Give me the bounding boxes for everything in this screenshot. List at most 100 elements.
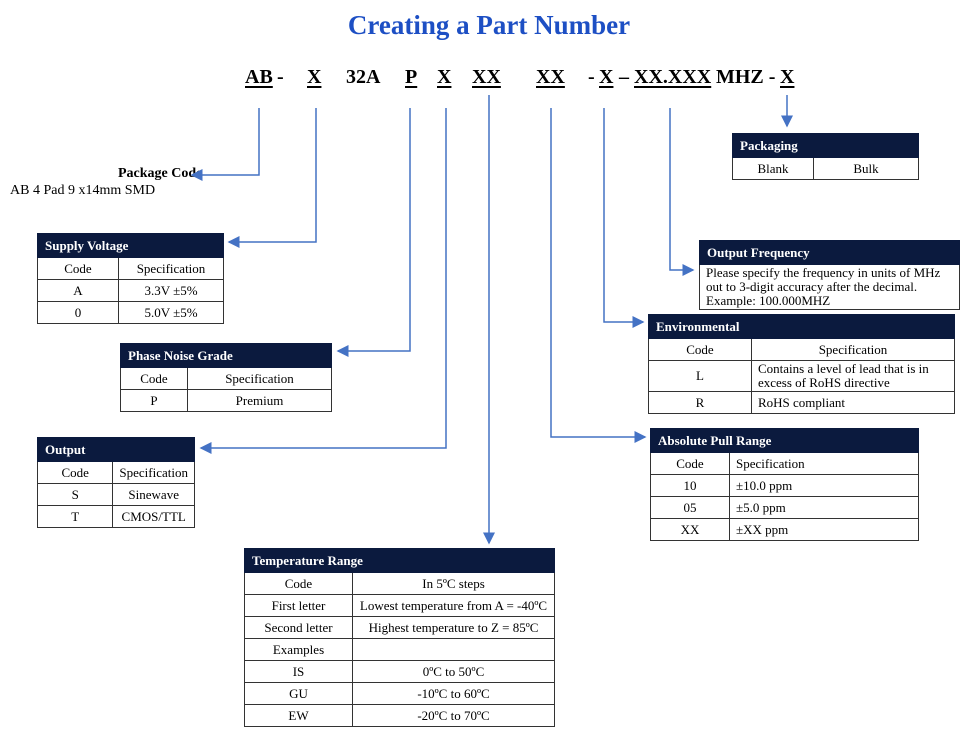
table-cell: 0 [37,301,119,324]
part-number-segment: X [599,66,614,88]
part-number-segment: – [619,66,629,88]
column-header: Code [37,257,119,280]
output-table-title: Output [37,437,195,462]
column-header: Specification [118,257,224,280]
table-cell: Highest temperature to Z = 85ºC [352,616,555,639]
table-cell: -20ºC to 70ºC [352,704,555,727]
frequency-table-title: Output Frequency [699,240,960,265]
table-cell: CMOS/TTL [112,505,195,528]
table-cell: XX [650,518,730,541]
column-header: Code [244,572,353,595]
arrow-phase [336,108,411,357]
column-header: Specification [751,338,955,361]
table-row: 10±10.0 ppm [650,474,919,497]
table-cell: S [36,483,114,506]
table-cell: R [648,391,752,414]
environmental-table-title: Environmental [648,314,955,339]
table-cell: Please specify the frequency in units of… [699,264,960,310]
table-cell [352,638,555,661]
arrow-package [190,108,260,181]
table-cell: Contains a level of lead that is in exce… [751,360,955,392]
table-cell: -10ºC to 60ºC [352,682,555,705]
part-number-segment: AB [245,66,273,88]
table-cell: 0ºC to 50ºC [352,660,555,683]
page-title: Creating a Part Number [347,10,631,40]
column-header: Blank [732,157,814,180]
arrow-output [199,108,447,454]
column-header: In 5ºC steps [352,572,555,595]
column-header: Bulk [813,157,919,180]
arrow-pull [550,108,647,443]
table-cell: L [648,360,752,392]
table-cell: GU [244,682,353,705]
table-cell: P [120,389,188,412]
part-number-segment: XX [472,66,501,88]
table-cell: First letter [244,594,353,617]
column-header: Specification [187,367,332,390]
table-row: Examples [244,638,555,661]
table-cell: Premium [187,389,332,412]
table-cell: T [36,505,114,528]
pull-table-title: Absolute Pull Range [650,428,919,453]
package-code-label: Package Code [118,166,203,181]
table-cell: Lowest temperature from A = -40ºC [352,594,555,617]
part-number-segment: P [405,66,418,88]
table-cell: ±10.0 ppm [729,474,919,497]
part-number-segment: 32A [346,66,381,88]
table-cell: 5.0V ±5% [118,301,224,324]
part-number-segment: - [588,66,595,88]
part-number-segment: XX.XXX [634,66,712,88]
part-number-segment: XX [536,66,565,88]
table-cell: 3.3V ±5% [118,279,224,302]
table-cell: 05 [650,496,730,519]
arrow-supply [227,108,317,248]
table-row: 05±5.0 ppm [650,496,919,519]
temperature-table-title: Temperature Range [244,548,555,573]
arrow-frequency [669,108,695,276]
column-header: Code [648,338,752,361]
table-cell: ±XX ppm [729,518,919,541]
table-cell: EW [244,704,353,727]
part-number-segment: X [437,66,452,88]
package-code-value: AB 4 Pad 9 x14mm SMD [10,183,156,198]
table-cell: A [37,279,119,302]
table-cell: 10 [650,474,730,497]
table-row: Please specify the frequency in units of… [699,264,960,310]
part-number-segment: - [277,66,284,88]
table-row: EW-20ºC to 70ºC [244,704,555,727]
column-header: Code [120,367,188,390]
arrow-environmental [603,108,645,328]
column-header: Specification [112,461,195,484]
table-row: XX±XX ppm [650,518,919,541]
phase-table-title: Phase Noise Grade [120,343,332,368]
column-header: Code [650,452,730,475]
table-cell: Examples [244,638,353,661]
supply-table-title: Supply Voltage [37,233,224,258]
table-cell: Second letter [244,616,353,639]
table-cell: IS [244,660,353,683]
packaging-table-title: Packaging [732,133,919,158]
part-number-segment: MHZ - [716,66,776,88]
